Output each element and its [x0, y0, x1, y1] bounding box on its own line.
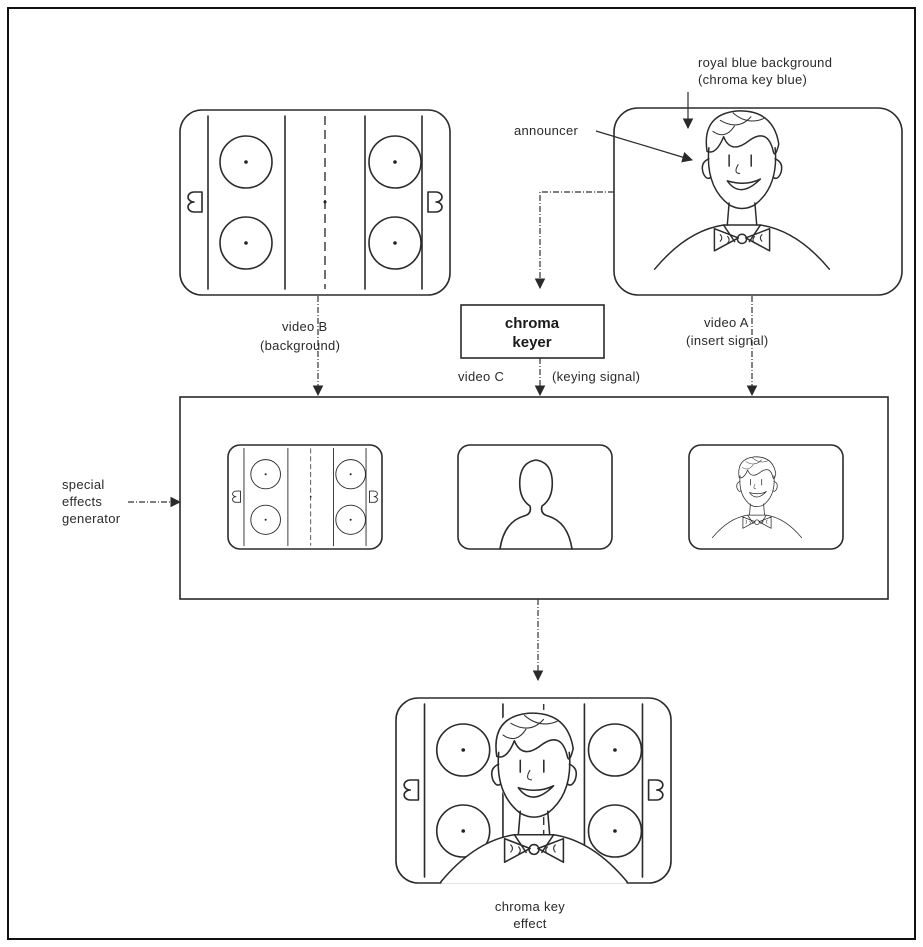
- silhouette-monitor: [457, 444, 613, 550]
- label-insert-signal: (insert signal): [686, 333, 769, 348]
- flow-video-a-to-keyer: [534, 191, 614, 290]
- chroma-keyer-box: chroma keyer: [460, 304, 605, 359]
- small-rink-monitor: [227, 444, 383, 550]
- page-frame: [7, 7, 916, 940]
- special-effects-generator-box: [179, 396, 889, 600]
- label-special: special: [62, 477, 105, 492]
- label-announcer: announcer: [514, 123, 579, 138]
- label-chroma: chroma: [505, 315, 560, 332]
- hockey-rink-video-b: [179, 109, 451, 296]
- label-video-c: video C: [458, 369, 504, 384]
- announcer-video-a: [613, 107, 903, 296]
- chroma-key-effect-monitor: [395, 697, 672, 884]
- label-keyer: keyer: [512, 334, 551, 351]
- label-background: (background): [260, 338, 340, 353]
- label-effect: effect: [513, 916, 546, 931]
- label-chroma-key: chroma key: [495, 899, 565, 914]
- label-generator: generator: [62, 511, 121, 526]
- label-keying-signal: (keying signal): [552, 369, 640, 384]
- small-announcer-monitor: [688, 444, 844, 550]
- label-chroma-key-blue: (chroma key blue): [698, 72, 807, 87]
- label-video-b: video B: [282, 319, 327, 334]
- label-royal-blue-background: royal blue background: [698, 55, 832, 70]
- label-video-a: video A: [704, 315, 749, 330]
- arrow-announcer-pointer: [595, 130, 694, 163]
- label-effects: effects: [62, 494, 102, 509]
